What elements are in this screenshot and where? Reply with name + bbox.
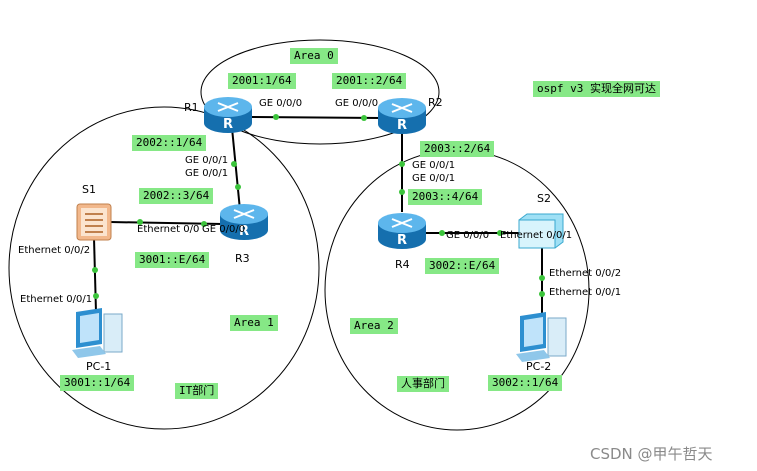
watermark: CSDN @甲午哲天	[590, 445, 713, 463]
addr-r2-r4: 2003::2/64	[420, 141, 495, 157]
device-label-pc1: PC-1	[86, 360, 112, 373]
port-r3-ge000: GE 0/0/0	[202, 224, 246, 235]
pc1-icon[interactable]	[72, 308, 123, 358]
addr-pc1: 3001::1/64	[60, 375, 135, 391]
addr-r3-lan: 3001::E/64	[135, 252, 210, 268]
svg-text:R: R	[397, 233, 407, 248]
addr-r3-r1: 2002::3/64	[139, 188, 214, 204]
device-label-s1: S1	[82, 183, 96, 196]
port-r4-ge000: GE 0/0/0	[446, 230, 490, 241]
addr-r1-r2: 2001:1/64	[228, 73, 296, 89]
addr-pc2: 3002::1/64	[488, 375, 563, 391]
port-r2-ge000: GE 0/0/0	[335, 98, 379, 109]
device-label-r3: R3	[235, 252, 250, 265]
switch-s1-icon[interactable]	[76, 203, 112, 241]
device-label-r4: R4	[395, 258, 410, 271]
switch-s2-icon[interactable]	[518, 213, 564, 249]
link-r1-r3	[231, 127, 241, 211]
router-r1-icon[interactable]: R	[204, 97, 252, 133]
area1-label: Area 1	[230, 315, 278, 331]
device-label-s2: S2	[537, 192, 551, 205]
port-pc2-eth001: Ethernet 0/0/1	[549, 287, 622, 298]
addr-r4-r2: 2003::4/64	[408, 189, 483, 205]
area1-dept-label: IT部门	[175, 383, 219, 399]
area0-boundary	[200, 39, 440, 145]
port-s2-eth001: Ethernet 0/0/1	[500, 230, 573, 241]
port-s1-eth000: Ethernet 0/0	[137, 224, 200, 235]
port-r4-ge001: GE 0/0/1	[412, 173, 456, 184]
port-s2-eth002: Ethernet 0/0/2	[549, 268, 622, 279]
port-r1-ge001: GE 0/0/1	[185, 155, 229, 166]
area1-boundary	[8, 106, 320, 430]
port-s1-eth002: Ethernet 0/0/2	[18, 245, 91, 256]
svg-text:R: R	[397, 118, 407, 133]
link-r1-r2	[247, 116, 381, 119]
svg-text:R: R	[239, 224, 249, 239]
addr-r1-r3: 2002::1/64	[132, 135, 207, 151]
port-dots	[92, 114, 545, 299]
link-s1-pc1	[93, 237, 97, 313]
addr-r4-lan: 3002::E/64	[425, 258, 500, 274]
device-label-pc2: PC-2	[526, 360, 552, 373]
area0-label: Area 0	[290, 48, 338, 64]
addr-r2-r1: 2001::2/64	[332, 73, 407, 89]
router-r3-icon[interactable]: R	[220, 204, 268, 240]
area2-label: Area 2	[350, 318, 398, 334]
router-r4-icon[interactable]: R	[378, 213, 426, 249]
area2-dept-label: 人事部门	[397, 376, 449, 392]
svg-text:R: R	[223, 117, 233, 132]
port-pc1-eth001: Ethernet 0/0/1	[20, 294, 93, 305]
port-r3-ge001: GE 0/0/1	[185, 168, 229, 179]
device-label-r1: R1	[184, 101, 199, 114]
router-r2-icon[interactable]: R	[378, 98, 426, 134]
title-note: ospf v3 实现全网可达	[533, 81, 660, 97]
pc2-icon[interactable]	[516, 312, 567, 362]
port-r2-ge001: GE 0/0/1	[412, 160, 456, 171]
port-r1-ge000: GE 0/0/0	[259, 98, 303, 109]
device-label-r2: R2	[428, 96, 443, 109]
